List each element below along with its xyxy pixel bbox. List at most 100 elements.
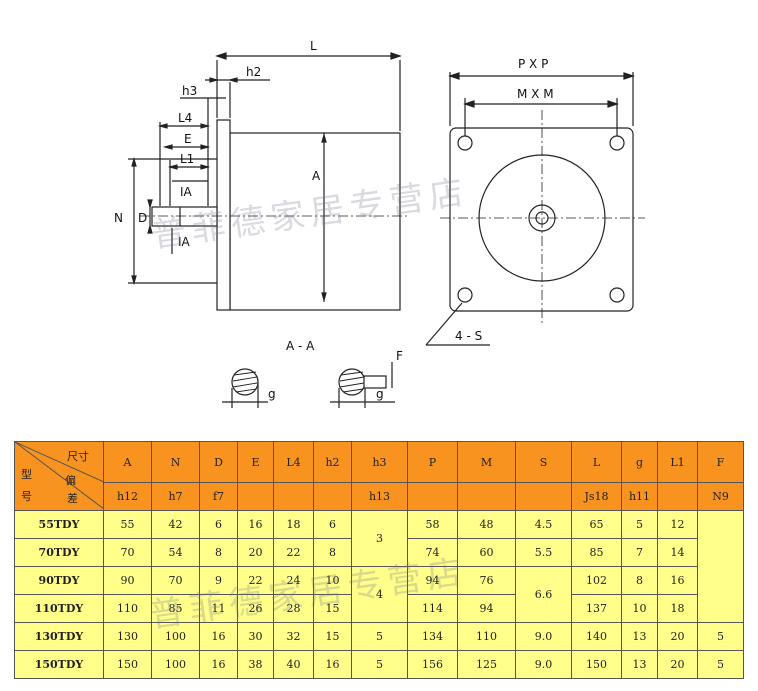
header-corner-cell: 尺寸 偏 型 号 差 bbox=[14, 441, 104, 511]
label-g-2: g bbox=[376, 387, 384, 401]
table-row: 90TDY 90 70 9 22 24 10 4 94 76 6.6 102 8… bbox=[14, 566, 744, 623]
cell-P: 114 bbox=[407, 594, 458, 623]
cell-M: 60 bbox=[457, 538, 516, 567]
label-IA-bottom: IA bbox=[178, 235, 191, 249]
tol-L4 bbox=[273, 482, 314, 511]
cell-S: 6.6 bbox=[515, 566, 572, 623]
model-cell: 110TDY bbox=[14, 594, 104, 623]
cell-L: 102 bbox=[571, 566, 622, 595]
label-g-1: g bbox=[268, 387, 276, 401]
cell-L4: 22 bbox=[273, 538, 314, 567]
cell-L: 65 bbox=[571, 510, 622, 539]
model-cell: 55TDY bbox=[14, 510, 104, 539]
table-row: 150TDY 150 100 16 38 40 16 5 156 125 9.0… bbox=[14, 650, 744, 679]
motor-dimension-drawing: L h2 h3 L4 E L1 IA IA N D A P X P M X M … bbox=[114, 39, 645, 408]
corner-label-size: 尺寸 bbox=[67, 450, 89, 463]
model-cell: 150TDY bbox=[14, 650, 104, 679]
cell-N: 54 bbox=[151, 538, 200, 567]
cell-h3: 4 bbox=[351, 566, 408, 623]
cell-A: 70 bbox=[103, 538, 152, 567]
label-h3: h3 bbox=[182, 84, 197, 98]
cell-P: 94 bbox=[407, 566, 458, 595]
cell-L1: 16 bbox=[657, 566, 698, 595]
cell-E: 16 bbox=[237, 510, 274, 539]
table-row: 130TDY 130 100 16 30 32 15 5 134 110 9.0… bbox=[14, 622, 744, 651]
cell-D: 16 bbox=[199, 622, 238, 651]
cell-S: 4.5 bbox=[515, 510, 572, 539]
label-AA: A - A bbox=[286, 339, 315, 353]
cell-h2: 10 bbox=[313, 566, 352, 595]
cell-g: 8 bbox=[621, 566, 658, 595]
cell-F: 5 bbox=[697, 650, 744, 679]
cell-P: 58 bbox=[407, 510, 458, 539]
cell-M: 76 bbox=[457, 566, 516, 595]
cell-L: 137 bbox=[571, 594, 622, 623]
col-header-E: E bbox=[237, 441, 274, 483]
cell-g: 13 bbox=[621, 650, 658, 679]
cell-F-empty bbox=[697, 510, 744, 623]
cell-S: 9.0 bbox=[515, 650, 572, 679]
label-IA-top: IA bbox=[180, 185, 193, 199]
cell-M: 125 bbox=[457, 650, 516, 679]
cell-L: 140 bbox=[571, 622, 622, 651]
tol-L1 bbox=[657, 482, 698, 511]
cell-N: 100 bbox=[151, 650, 200, 679]
col-header-L4: L4 bbox=[273, 441, 314, 483]
cell-S: 9.0 bbox=[515, 622, 572, 651]
tol-L: Js18 bbox=[571, 482, 622, 511]
cell-L: 150 bbox=[571, 650, 622, 679]
cell-D: 16 bbox=[199, 650, 238, 679]
cell-h2: 6 bbox=[313, 510, 352, 539]
col-header-h2: h2 bbox=[313, 441, 352, 483]
tol-g: h11 bbox=[621, 482, 658, 511]
cell-L4: 18 bbox=[273, 510, 314, 539]
cell-N: 100 bbox=[151, 622, 200, 651]
motor-shaft bbox=[151, 206, 218, 227]
col-header-A: A bbox=[103, 441, 152, 483]
model-cell: 70TDY bbox=[14, 538, 104, 567]
cell-g: 13 bbox=[621, 622, 658, 651]
cell-h3: 5 bbox=[351, 650, 408, 679]
cell-g: 10 bbox=[621, 594, 658, 623]
cell-h2: 15 bbox=[313, 622, 352, 651]
cell-h3: 5 bbox=[351, 622, 408, 651]
cell-L1: 14 bbox=[657, 538, 698, 567]
cell-E: 38 bbox=[237, 650, 274, 679]
label-4S: 4 - S bbox=[455, 329, 482, 343]
cell-A: 150 bbox=[103, 650, 152, 679]
cell-D: 9 bbox=[199, 566, 238, 595]
corner-label-model-2: 号 bbox=[21, 490, 32, 503]
col-header-g: g bbox=[621, 441, 658, 483]
cell-S: 5.5 bbox=[515, 538, 572, 567]
cell-L4: 32 bbox=[273, 622, 314, 651]
cell-A: 90 bbox=[103, 566, 152, 595]
tol-M bbox=[457, 482, 516, 511]
cell-E: 26 bbox=[237, 594, 274, 623]
cell-P: 134 bbox=[407, 622, 458, 651]
col-header-M: M bbox=[457, 441, 516, 483]
col-header-N: N bbox=[151, 441, 200, 483]
cell-N: 42 bbox=[151, 510, 200, 539]
cell-N: 85 bbox=[151, 594, 200, 623]
cell-N: 70 bbox=[151, 566, 200, 595]
tol-h3: h13 bbox=[351, 482, 408, 511]
cell-L1: 12 bbox=[657, 510, 698, 539]
cell-M: 94 bbox=[457, 594, 516, 623]
motor-body bbox=[229, 132, 401, 311]
cell-L4: 28 bbox=[273, 594, 314, 623]
label-F: F bbox=[396, 349, 403, 363]
corner-label-model-1: 型 bbox=[21, 468, 32, 481]
model-cell: 130TDY bbox=[14, 622, 104, 651]
tol-S bbox=[515, 482, 572, 511]
tol-F: N9 bbox=[697, 482, 744, 511]
cell-A: 110 bbox=[103, 594, 152, 623]
table-row: 70TDY 70 54 8 20 22 8 74 60 5.5 85 7 14 bbox=[14, 538, 744, 567]
label-L: L bbox=[310, 39, 317, 53]
cell-A: 130 bbox=[103, 622, 152, 651]
cell-h2: 8 bbox=[313, 538, 352, 567]
cell-D: 8 bbox=[199, 538, 238, 567]
corner-label-deviation-1: 偏 bbox=[65, 474, 76, 487]
col-header-L: L bbox=[571, 441, 622, 483]
cell-L1: 20 bbox=[657, 650, 698, 679]
corner-label-deviation-2: 差 bbox=[67, 492, 78, 505]
